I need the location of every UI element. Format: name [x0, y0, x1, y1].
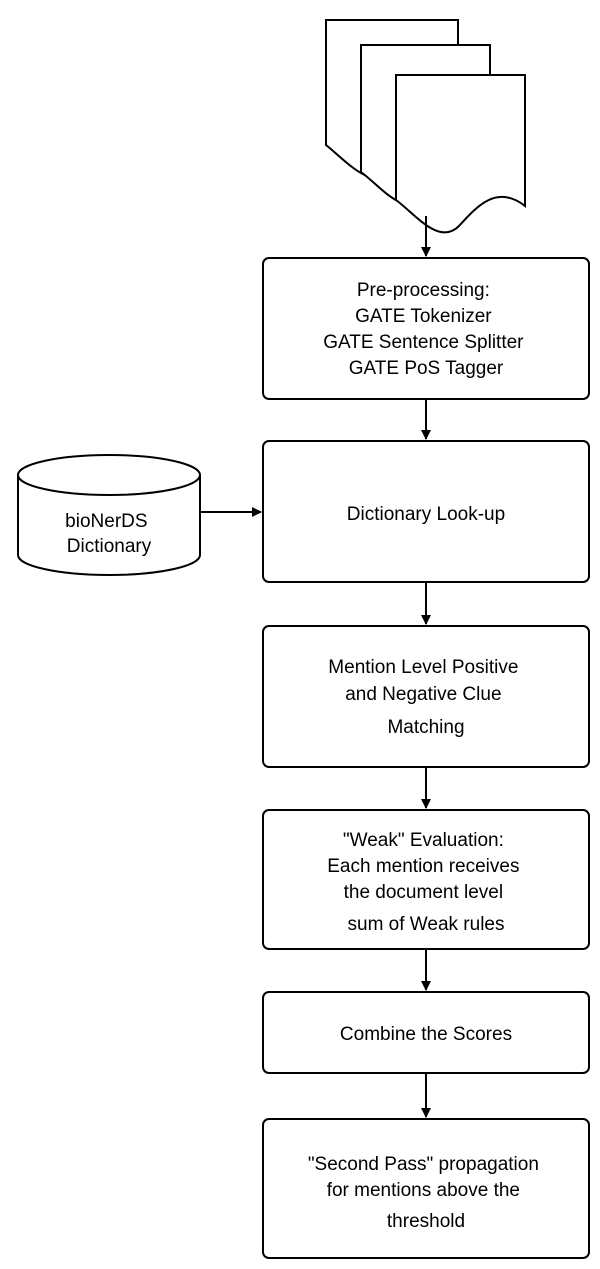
preprocessing-label: Pre-processing: GATE Tokenizer GATE Sent…: [323, 280, 529, 379]
second-pass-box: [262, 1118, 590, 1259]
second-pass-label: "Second Pass" propagation for mentions a…: [308, 1154, 544, 1232]
database-top: [17, 454, 201, 496]
dictionary-lookup-label: Dictionary Look-up: [347, 504, 505, 525]
dictionary-database-label: bioNerDS Dictionary: [65, 511, 153, 557]
database-body: [17, 475, 201, 576]
weak-evaluation-label: "Weak" Evaluation: Each mention receives…: [327, 830, 525, 935]
dictionary-database-icon: [17, 454, 201, 576]
documents-stack-icon: [325, 19, 526, 234]
document-front-shape: [395, 74, 526, 234]
mention-matching-label: Mention Level Positive and Negative Clue…: [328, 657, 523, 738]
combine-scores-label: Combine the Scores: [340, 1024, 512, 1045]
